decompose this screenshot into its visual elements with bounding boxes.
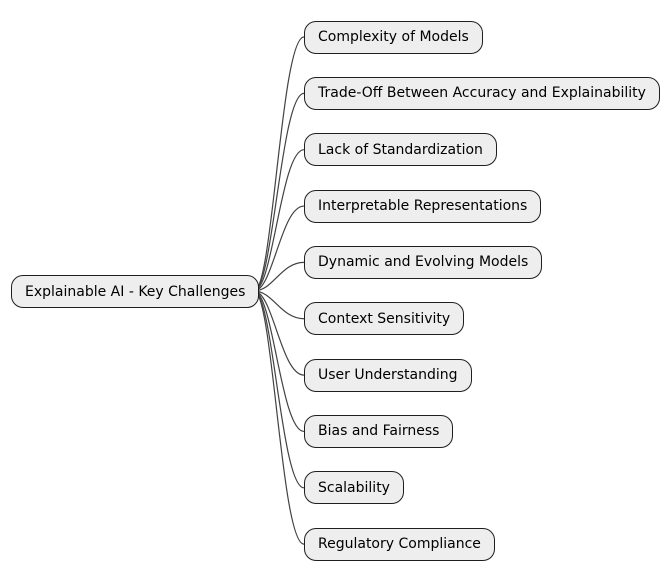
mindmap-node: Dynamic and Evolving Models — [304, 245, 543, 279]
mindmap-root-label: Explainable AI - Key Challenges — [25, 283, 246, 300]
connector-curve — [253, 205, 305, 292]
mindmap-root-node: Explainable AI - Key Challenges — [11, 275, 260, 308]
mindmap-node: Regulatory Compliance — [304, 527, 495, 561]
mindmap-node: Lack of Standardization — [304, 133, 497, 167]
mindmap-node: Trade-Off Between Accuracy and Explainab… — [304, 76, 660, 110]
mindmap-node: Bias and Fairness — [304, 414, 454, 448]
mindmap-node-label: Trade-Off Between Accuracy and Explainab… — [318, 85, 646, 102]
mindmap-node-label: Complexity of Models — [318, 29, 469, 45]
connector-curve — [253, 290, 305, 376]
mindmap-node-label: Bias and Fairness — [318, 423, 440, 440]
mindmap-node: Complexity of Models — [304, 20, 483, 54]
mindmap-node-label: Regulatory Compliance — [318, 536, 481, 553]
mindmap-node-label: User Understanding — [318, 367, 458, 384]
connector-curve — [253, 290, 305, 433]
mindmap-node: Interpretable Representations — [304, 189, 542, 223]
connector-curve — [253, 290, 305, 545]
mindmap-node-label: Scalability — [318, 479, 390, 496]
connector-curve — [253, 36, 305, 292]
mindmap-node-label: Context Sensitivity — [318, 310, 451, 327]
connector-curve — [253, 290, 305, 489]
mindmap-node: Scalability — [304, 471, 404, 505]
mindmap-node: User Understanding — [304, 358, 472, 392]
mindmap-node-label: Dynamic and Evolving Models — [318, 254, 529, 271]
connector-curve — [253, 92, 305, 292]
mindmap-node-label: Interpretable Representations — [318, 198, 528, 215]
mindmap-node-label: Lack of Standardization — [318, 141, 483, 158]
mindmap-node: Context Sensitivity — [304, 302, 465, 336]
connector-curve — [253, 149, 305, 292]
